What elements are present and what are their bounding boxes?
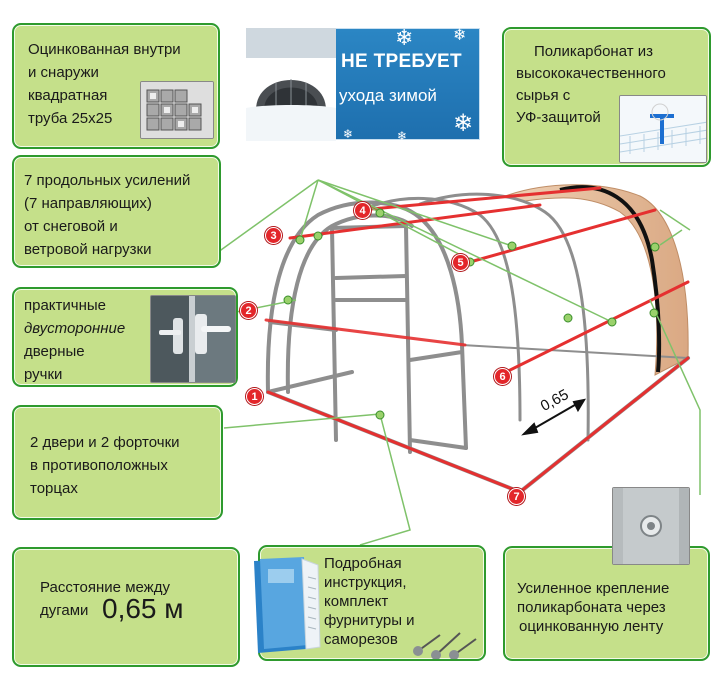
distance-label-line-1: Расстояние между [40, 579, 170, 596]
doors-text-line-3: торцах [30, 480, 78, 497]
tape-text-line-3: оцинкованную ленту [519, 618, 664, 635]
reinforcements-text-line-1: 7 продольных усилений [24, 172, 191, 189]
winter-promo-banner: НЕ ТРЕБУЕТ ухода зимой ❄ ❄ ❄ ❄ ❄ [246, 25, 480, 143]
door-handle-image [150, 295, 236, 383]
instruction-text-line-4: фурнитуры и [324, 612, 415, 629]
polycarbonate-sheet-image [619, 95, 707, 163]
manual-and-screws-image [244, 557, 322, 655]
tape-text-line-1: Усиленное крепление [517, 580, 670, 597]
snowflake-icon: ❄ [395, 25, 414, 50]
distance-info-box: Расстояние между дугами 0,65 м [12, 547, 240, 667]
distance-label-line-2: дугами [40, 602, 89, 619]
promo-title: НЕ ТРЕБУЕТ [341, 51, 462, 72]
instruction-info-box: Подробная инструкция, комплект фурнитуры… [254, 545, 486, 661]
instruction-text-line-5: саморезов [324, 631, 398, 648]
handles-text-line-2: двусторонние [24, 320, 126, 337]
snowflake-icon: ❄ [453, 110, 474, 137]
galvanized-tape-image [612, 487, 690, 565]
promo-subtitle: ухода зимой [339, 86, 437, 105]
dimension-arrow [521, 398, 587, 436]
reinforcements-info-box: 7 продольных усилений (7 направляющих) о… [12, 155, 221, 268]
reinforcements-text-line-2: (7 направляющих) [24, 195, 152, 212]
snowflake-icon: ❄ [453, 27, 467, 44]
handles-text-line-1: практичные [24, 297, 107, 314]
instruction-text-line-2: инструкция, [324, 574, 407, 591]
snowflake-icon: ❄ [397, 129, 408, 143]
marker-1: 1 [246, 388, 263, 405]
greenhouse-frame [265, 192, 690, 494]
connector-dots [283, 208, 660, 420]
polycarbonate-text-line-1: Поликарбонат из [534, 43, 654, 60]
marker-2: 2 [240, 302, 257, 319]
door-handles-info-box: практичные двусторонние дверные ручки [12, 287, 238, 387]
square-pipes-image [140, 81, 214, 139]
polycarbonate-info-box: Поликарбонат из высококачественного сырь… [502, 27, 711, 167]
distance-value: 0,65 м [102, 593, 184, 624]
reinforcements-text-line-3: от снеговой и [24, 218, 118, 235]
snowflake-icon: ❄ [343, 127, 354, 141]
screws-icon [410, 625, 482, 660]
pipe-text-line-2: и снаружи [28, 64, 99, 81]
marker-6: 6 [494, 368, 511, 385]
tape-text-line-2: поликарбоната через [517, 599, 666, 616]
polycarbonate-text-line-2: высококачественного [516, 65, 666, 82]
guide-lines [264, 186, 690, 494]
reinforcements-text-line-4: ветровой нагрузки [24, 241, 152, 258]
doors-info-box: 2 двери и 2 форточки в противоположных т… [12, 405, 223, 520]
marker-7: 7 [508, 488, 525, 505]
tape-info-box: Усиленное крепление поликарбоната через … [503, 546, 710, 661]
doors-text-line-2: в противоположных [30, 457, 168, 474]
instruction-text-line-1: Подробная [324, 555, 402, 572]
polycarbonate-text-line-4: УФ-защитой [516, 109, 601, 126]
snowy-greenhouse-image [246, 28, 336, 141]
pipe-text-line-4: труба 25х25 [28, 110, 113, 127]
pipe-text-line-3: квадратная [28, 87, 108, 104]
doors-text-line-1: 2 двери и 2 форточки [30, 434, 180, 451]
pipe-text-line-1: Оцинкованная внутри [28, 41, 181, 58]
handles-text-line-4: ручки [24, 366, 63, 383]
marker-3: 3 [265, 227, 282, 244]
polycarbonate-text-line-3: сырья с [516, 87, 571, 104]
handles-text-line-3: дверные [24, 343, 85, 360]
marker-4: 4 [354, 202, 371, 219]
marker-5: 5 [452, 254, 469, 271]
pipe-info-box: Оцинкованная внутри и снаружи квадратная… [12, 23, 220, 149]
instruction-text-line-3: комплект [324, 593, 389, 610]
